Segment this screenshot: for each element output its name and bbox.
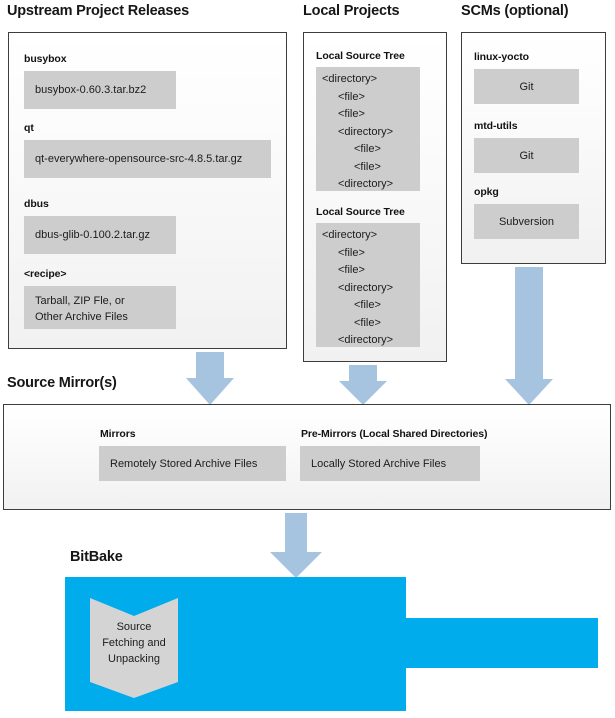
chip-opkg-scm: Subversion bbox=[474, 204, 579, 239]
tree-row: <directory> bbox=[338, 125, 394, 138]
chip-recipe-archives-line1: Tarball, ZIP Fle, or bbox=[35, 295, 125, 307]
section-title-source-mirrors: Source Mirror(s) bbox=[7, 375, 117, 391]
tree-row: <file> bbox=[338, 264, 365, 276]
arrow-down-icon-scms-to-mirrors bbox=[505, 267, 553, 405]
tree-local-source-tree-2: <directory> <file> <file> <directory> <f… bbox=[316, 223, 420, 347]
bitbake-process-shape bbox=[65, 577, 598, 711]
tree-row: <file> bbox=[338, 108, 365, 120]
section-title-scms: SCMs (optional) bbox=[461, 3, 569, 19]
tree-row: <file> bbox=[354, 143, 381, 155]
arrow-down-icon-mirrors-to-bitbake bbox=[270, 513, 322, 578]
chip-mtd-utils-scm: Git bbox=[474, 138, 579, 173]
chip-locally-stored-archive-files: Locally Stored Archive Files bbox=[300, 446, 480, 481]
tree-row: <directory> bbox=[338, 178, 394, 190]
tree-row: <file> bbox=[338, 246, 365, 259]
group-label-local-source-tree-1: Local Source Tree bbox=[316, 50, 405, 62]
group-label-opkg: opkg bbox=[474, 186, 499, 198]
group-label-mtd-utils: mtd-utils bbox=[474, 120, 518, 132]
section-title-upstream: Upstream Project Releases bbox=[7, 3, 189, 19]
stage-label-line3: Unpacking bbox=[108, 653, 160, 665]
tree-row: <file> bbox=[354, 316, 381, 329]
tree-row: <directory> bbox=[322, 73, 378, 85]
group-label-linux-yocto: linux-yocto bbox=[474, 51, 529, 63]
chip-recipe-archives: Tarball, ZIP Fle, or Other Archive Files bbox=[24, 286, 176, 329]
chip-remotely-stored-archive-files: Remotely Stored Archive Files bbox=[99, 446, 286, 481]
tree-row: <file> bbox=[354, 299, 381, 311]
group-label-pre-mirrors: Pre-Mirrors (Local Shared Directories) bbox=[301, 428, 488, 440]
group-label-busybox: busybox bbox=[24, 53, 67, 65]
stage-label-line1: Source bbox=[116, 621, 152, 633]
source-fetching-stage-shape bbox=[90, 594, 178, 698]
arrow-down-icon-upstream-to-mirrors bbox=[186, 352, 234, 405]
chip-dbus-tarball: dbus-glib-0.100.2.tar.gz bbox=[24, 216, 176, 254]
chip-recipe-archives-line2: Other Archive Files bbox=[35, 311, 128, 323]
tree-row: <file> bbox=[338, 90, 365, 103]
section-title-local-projects: Local Projects bbox=[303, 3, 400, 19]
group-label-qt: qt bbox=[24, 122, 34, 134]
tree-row: <directory> bbox=[338, 334, 394, 346]
chip-qt-tarball: qt-everywhere-opensource-src-4.8.5.tar.g… bbox=[24, 140, 271, 178]
chip-busybox-tarball: busybox-0.60.3.tar.bz2 bbox=[24, 71, 176, 109]
group-label-local-source-tree-2: Local Source Tree bbox=[316, 206, 405, 218]
group-label-dbus: dbus bbox=[24, 198, 49, 210]
source-fetching-stage-label: Source Fetching and Unpacking bbox=[90, 619, 178, 667]
group-label-mirrors: Mirrors bbox=[100, 428, 136, 440]
arrow-down-icon-local-projects-to-mirrors bbox=[339, 365, 387, 405]
section-title-bitbake: BitBake bbox=[70, 549, 123, 565]
tree-row: <directory> bbox=[338, 281, 394, 294]
tree-local-source-tree-1: <directory> <file> <file> <directory> <f… bbox=[316, 67, 420, 191]
group-label-recipe: <recipe> bbox=[24, 268, 67, 280]
stage-label-line2: Fetching and bbox=[102, 637, 166, 649]
tree-row: <directory> bbox=[322, 229, 378, 241]
chip-linux-yocto-scm: Git bbox=[474, 69, 579, 104]
tree-row: <file> bbox=[354, 160, 381, 173]
